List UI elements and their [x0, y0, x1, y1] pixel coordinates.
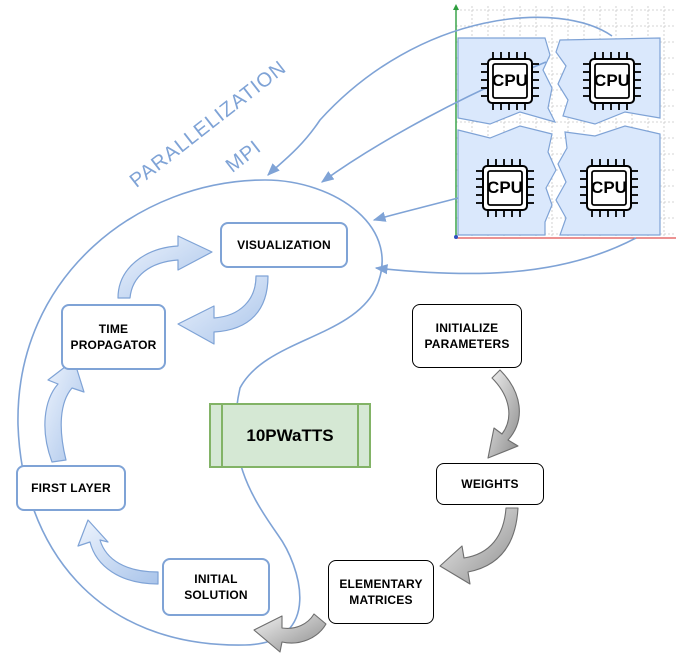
cpu-label: CPU [591, 178, 627, 197]
cpu-chip-icon [580, 159, 638, 217]
node-first-layer[interactable]: FIRST LAYER [16, 465, 126, 511]
node-visualization[interactable]: VISUALIZATION [220, 222, 348, 268]
node-initialize-parameters[interactable]: INITIALIZE PARAMETERS [412, 304, 522, 368]
node-elementary-matrices[interactable]: ELEMENTARY MATRICES [328, 560, 434, 624]
node-time-propagator[interactable]: TIME PROPAGATOR [61, 304, 166, 370]
arrow-to-first-layer [77, 519, 159, 585]
gray-flow-arrows [253, 369, 520, 653]
cpu-top-left: CPU [479, 50, 541, 112]
cpu-chip-icon [476, 159, 534, 217]
main-node-label: 10PWaTTS [246, 425, 334, 445]
cpu-bottom-right: CPU [578, 157, 640, 219]
cpu-chip-icon [481, 52, 539, 110]
arrow-to-elementary-matrices [439, 507, 519, 585]
mpi-arrow-3 [372, 197, 459, 222]
cpu-label: CPU [487, 178, 523, 197]
arrow-to-initial-solution [253, 613, 327, 653]
cpu-bottom-left: CPU [474, 157, 536, 219]
cpu-chips [476, 52, 641, 217]
main-node-left-bar [221, 405, 223, 466]
arrow-to-weights [487, 369, 520, 459]
cpu-chip-icon [583, 52, 641, 110]
arrow-to-first-layer-up [44, 359, 85, 463]
mpi-arrow-1 [267, 16, 613, 176]
node-initial-solution[interactable]: INITIAL SOLUTION [162, 558, 270, 616]
main-node[interactable]: 10PWaTTS [209, 403, 371, 468]
blue-flow-arrows [44, 235, 269, 585]
arrow-to-time-propagator [177, 275, 269, 345]
node-weights[interactable]: WEIGHTS [436, 463, 544, 505]
arrow-to-visualization [117, 235, 213, 299]
main-node-right-bar [357, 405, 359, 466]
cpu-label: CPU [492, 71, 528, 90]
cpu-top-right: CPU [581, 50, 643, 112]
mpi-arrow-4 [374, 237, 637, 275]
cpu-label: CPU [594, 71, 630, 90]
